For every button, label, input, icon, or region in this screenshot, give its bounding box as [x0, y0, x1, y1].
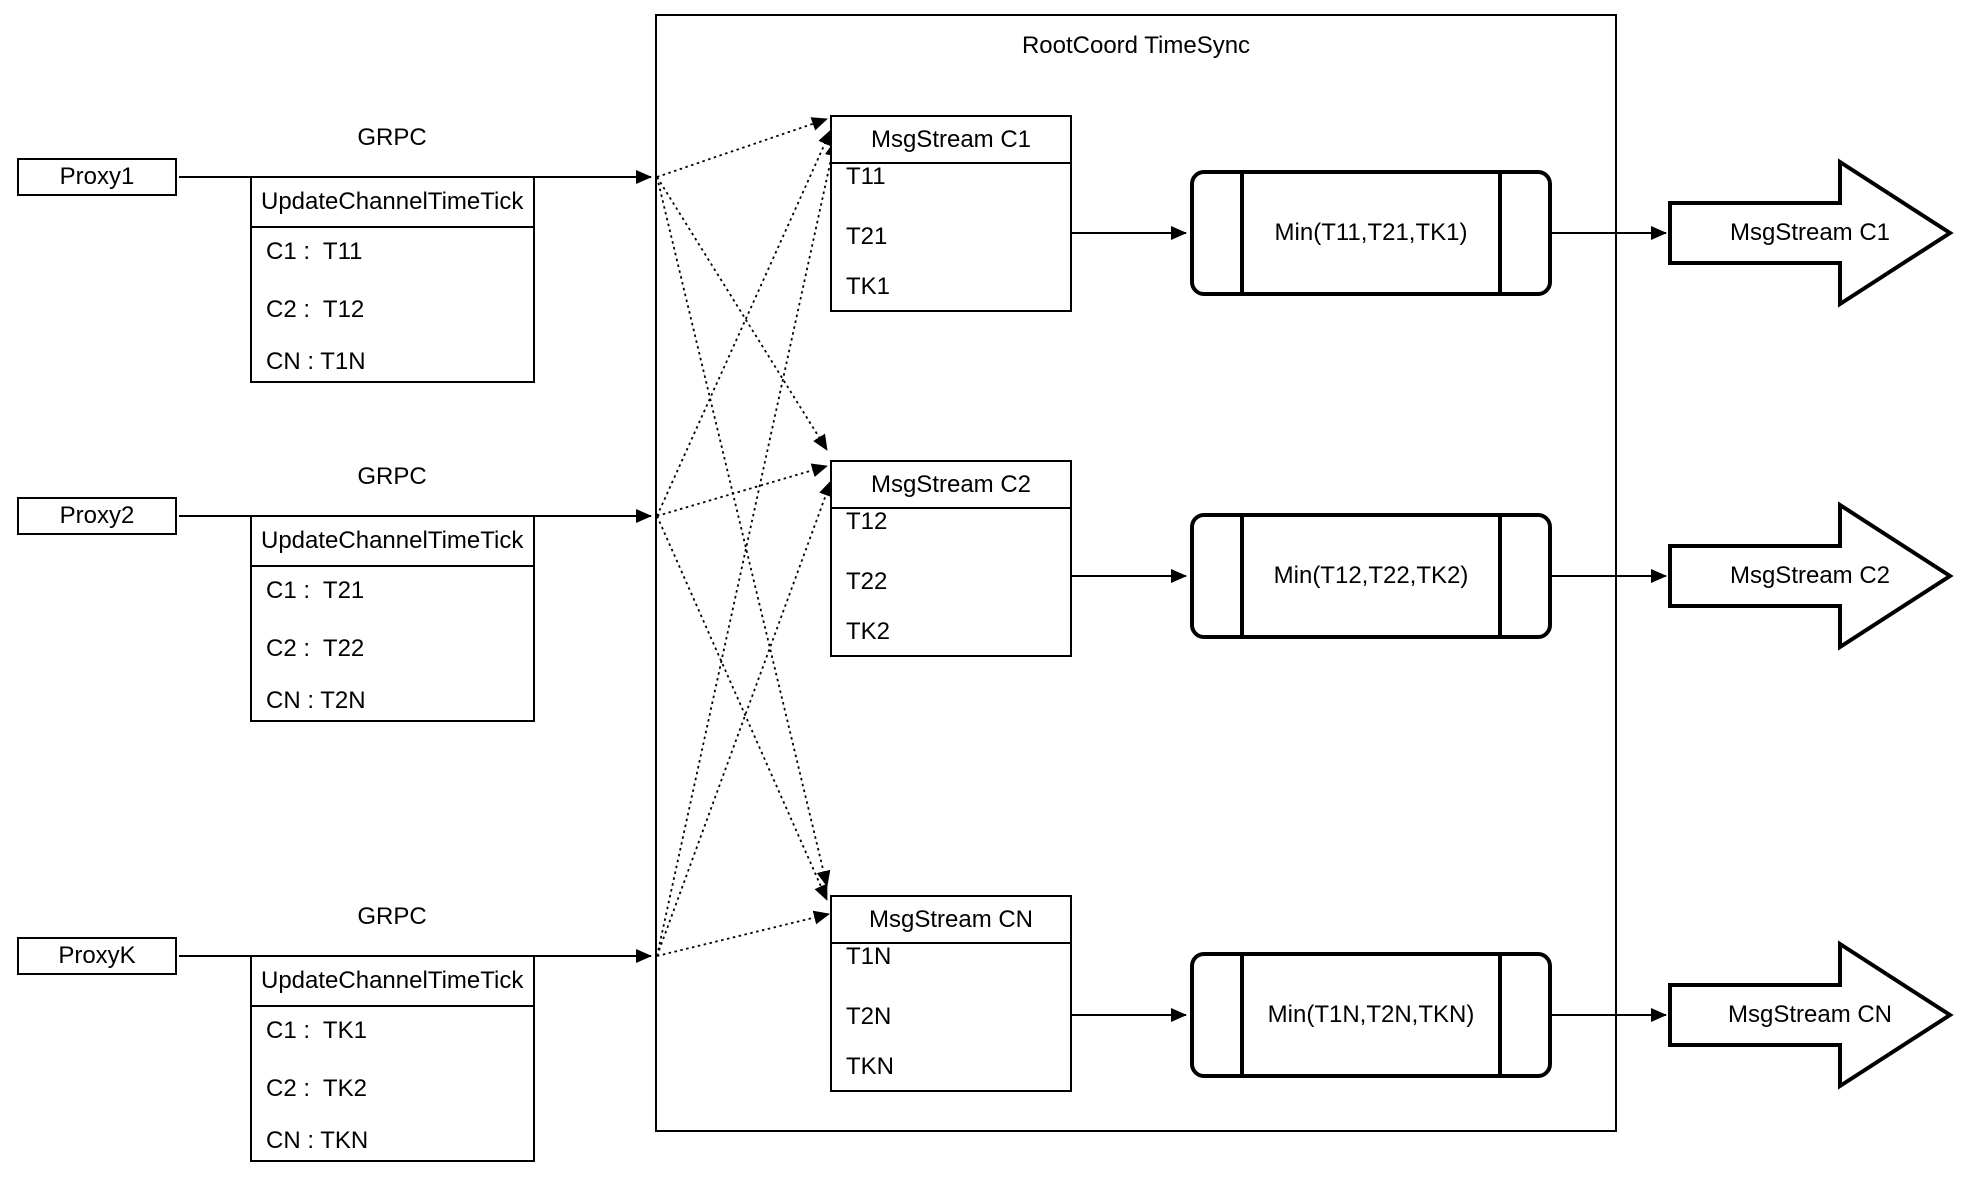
- proxy2-timetick-header: UpdateChannelTimeTick: [252, 517, 533, 567]
- tick-value: TK1: [846, 273, 891, 300]
- proxyk-timetick-table: UpdateChannelTimeTick C1 : TK1 C2 : TK2 …: [250, 955, 535, 1162]
- dotted-arrow-pk-cn: [656, 910, 830, 957]
- tick-value: T21: [846, 223, 888, 250]
- proxy2-timetick-table: UpdateChannelTimeTick C1 : T21 C2 : T22 …: [250, 515, 535, 722]
- tick-value: T11: [846, 163, 886, 190]
- proxyk-box: ProxyK: [17, 937, 177, 975]
- min-expression-cn: Min(T1N,T2N,TKN): [1267, 1001, 1475, 1028]
- tick-row: C2 : T22: [266, 635, 365, 662]
- min-queue-box-c1: [1190, 170, 1552, 296]
- msgstream-c1-header: MsgStream C1: [832, 117, 1070, 164]
- msgstream-cn-table: MsgStream CN T1N T2N TKN: [830, 895, 1072, 1092]
- dotted-arrow-pk-c1: [656, 140, 839, 957]
- proxy2-box: Proxy2: [17, 497, 177, 535]
- grpc-label-2: GRPC: [357, 463, 427, 490]
- tick-row: C2 : TK2: [266, 1075, 367, 1102]
- msgstream-c1-table: MsgStream C1 T11 T21 TK1: [830, 115, 1072, 312]
- tick-row: CN : T2N: [266, 687, 366, 714]
- tick-value: T12: [846, 508, 888, 535]
- tick-row: CN : T1N: [266, 348, 366, 375]
- tick-value: TK2: [846, 618, 891, 645]
- dotted-arrow-p1-c2: [656, 176, 828, 451]
- tick-value: T1N: [846, 943, 892, 970]
- output-block-arrow-cn: [1668, 940, 1954, 1090]
- min-expression-c1: Min(T11,T21,TK1): [1274, 219, 1468, 246]
- proxy1-timetick-table: UpdateChannelTimeTick C1 : T11 C2 : T12 …: [250, 176, 535, 383]
- tick-row: CN : TKN: [266, 1127, 369, 1154]
- output-block-arrow-c2: [1668, 501, 1954, 651]
- tick-value: T22: [846, 568, 888, 595]
- proxy2-label: Proxy2: [59, 502, 135, 529]
- tick-value: T2N: [846, 1003, 892, 1030]
- proxy1-timetick-header: UpdateChannelTimeTick: [252, 178, 533, 228]
- proxy1-label: Proxy1: [59, 163, 135, 190]
- min-queue-box-cn: [1190, 952, 1552, 1078]
- proxyk-timetick-header: UpdateChannelTimeTick: [252, 957, 533, 1007]
- min-expression-c2: Min(T12,T22,TK2): [1273, 562, 1469, 589]
- tick-row: C1 : T21: [266, 577, 365, 604]
- tick-row: C1 : T11: [266, 238, 363, 265]
- output-arrow-label-c1: MsgStream C1: [1729, 219, 1891, 246]
- rootcoord-title: RootCoord TimeSync: [1021, 32, 1251, 59]
- dotted-arrow-pk-c2: [656, 480, 833, 957]
- dotted-arrow-p1-cn: [656, 176, 831, 887]
- dotted-arrow-p1-c1: [656, 117, 828, 178]
- dotted-arrow-p2-c2: [656, 463, 828, 517]
- grpc-label-1: GRPC: [357, 124, 427, 151]
- msgstream-cn-header: MsgStream CN: [832, 897, 1070, 944]
- dotted-arrow-p2-cn: [656, 515, 828, 901]
- output-block-arrow-c1: [1668, 158, 1954, 308]
- grpc-label-3: GRPC: [357, 903, 427, 930]
- min-queue-box-c2: [1190, 513, 1552, 639]
- proxyk-label: ProxyK: [58, 942, 136, 969]
- output-arrow-label-c2: MsgStream C2: [1729, 562, 1891, 589]
- msgstream-c2-table: MsgStream C2 T12 T22 TK2: [830, 460, 1072, 657]
- dotted-arrow-p2-c1: [656, 129, 832, 517]
- msgstream-c2-header: MsgStream C2: [832, 462, 1070, 509]
- output-arrow-label-cn: MsgStream CN: [1727, 1001, 1893, 1028]
- tick-value: TKN: [846, 1053, 894, 1080]
- tick-row: C2 : T12: [266, 296, 365, 323]
- proxy1-box: Proxy1: [17, 158, 177, 196]
- tick-row: C1 : TK1: [266, 1017, 367, 1044]
